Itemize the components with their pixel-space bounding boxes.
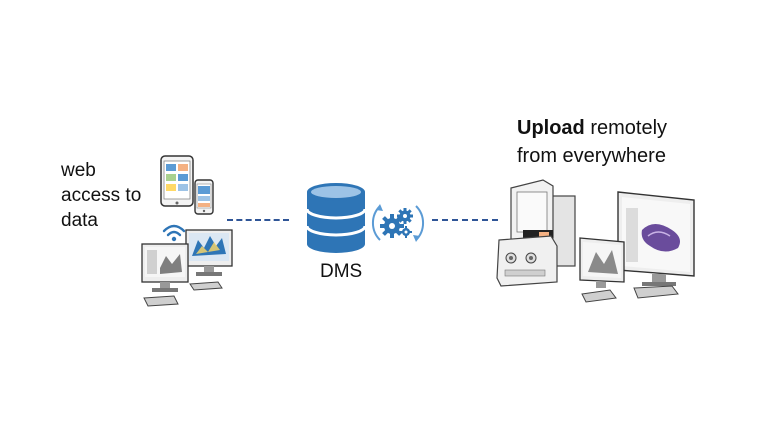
monitor-icon: [141, 229, 233, 307]
gears-icon: [371, 204, 425, 242]
database-icon: [305, 183, 367, 253]
upload-bold: Upload: [517, 117, 585, 139]
web-access-line-2: access to: [61, 185, 142, 206]
web-access-line-3: data: [61, 210, 98, 231]
wifi-icon: [162, 224, 186, 242]
tablet-icon: [160, 155, 194, 207]
web-access-label: web access to data: [61, 158, 141, 233]
workstation-icon: [579, 191, 695, 303]
upload-line-1: Upload remotely: [517, 114, 667, 142]
connector-right: [432, 219, 498, 221]
upload-rest: remotely: [584, 117, 668, 139]
phone-icon: [194, 179, 214, 215]
upload-line-2: from everywhere: [517, 145, 666, 167]
dms-label: DMS: [320, 261, 363, 282]
microscope-icon: [496, 179, 576, 287]
connector-left: [227, 219, 289, 221]
web-access-line-1: web: [61, 160, 96, 181]
upload-label: Upload remotely from everywhere: [517, 114, 667, 170]
